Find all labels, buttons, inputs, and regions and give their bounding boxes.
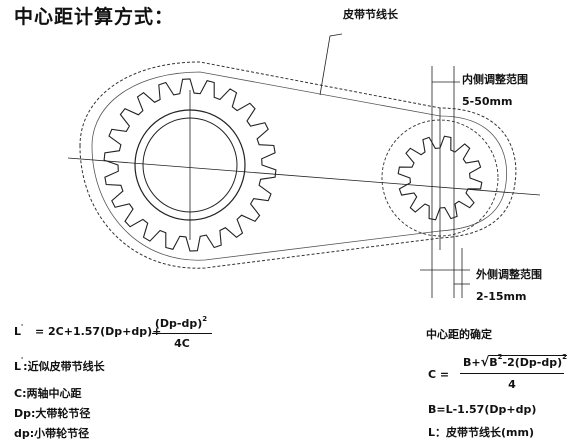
formula-left-fraction-numerator: (Dp-dp)2 bbox=[152, 315, 210, 330]
sqrt-inner: B bbox=[489, 356, 498, 369]
l-definition: L：皮带节线长(mm) bbox=[428, 426, 534, 439]
inner-range-value: 5-50mm bbox=[462, 95, 513, 108]
legend-small-pitch-diameter: dp:小带轮节径 bbox=[14, 427, 90, 440]
legend-text: :近似皮带节线长 bbox=[23, 360, 105, 373]
frac-num-exp: 2 bbox=[202, 315, 208, 323]
small-pulley-tooth-ring bbox=[397, 135, 483, 221]
belt-label-pointer bbox=[319, 33, 343, 96]
sqrt-rest: -2(Dp-dp) bbox=[502, 356, 563, 369]
sqrt-body: B2-2(Dp-dp)2 bbox=[489, 353, 568, 369]
formula-right-fraction-bar bbox=[460, 373, 564, 374]
center-line-horizontal bbox=[67, 157, 541, 196]
formula-left-fraction-bar bbox=[152, 333, 212, 334]
legend-center-distance: C:两轴中心距 bbox=[14, 387, 82, 400]
belt-inner-line bbox=[91, 71, 508, 261]
lhs-prime: ' bbox=[21, 323, 24, 331]
belt-outline bbox=[79, 61, 517, 269]
formula-right-denominator: 4 bbox=[508, 378, 516, 391]
sqrt-exp1: 2 bbox=[497, 353, 503, 361]
b-definition: B=L-1.57(Dp+dp) bbox=[428, 403, 537, 416]
page-title: 中心距计算方式： bbox=[14, 6, 175, 28]
legend-prime: ' bbox=[21, 356, 24, 364]
large-pulley-teeth bbox=[103, 78, 277, 252]
inner-adjust-label: 内侧调整范围 bbox=[462, 73, 528, 86]
formula-right-numerator: B+√B2-2(Dp-dp)2 bbox=[463, 353, 568, 370]
legend-sym: L bbox=[14, 360, 22, 373]
large-pulley-tooth-ring bbox=[103, 78, 277, 252]
sqrt-symbol: √ bbox=[480, 355, 490, 370]
belt-pitch-length-label: 皮带节线长 bbox=[343, 8, 398, 21]
center-distance-heading: 中心距的确定 bbox=[426, 328, 492, 341]
num-prefix: B+ bbox=[463, 356, 481, 369]
lhs-symbol: L bbox=[14, 325, 22, 338]
formula-left-terms: 2C+1.57(Dp+dp)+ bbox=[48, 325, 162, 338]
sqrt-exp2: 2 bbox=[562, 353, 568, 361]
formula-left-fraction-denominator: 4C bbox=[174, 337, 190, 350]
small-pulley-teeth bbox=[397, 135, 483, 221]
lhs-equals: = bbox=[35, 325, 45, 338]
outer-range-value: 2-15mm bbox=[476, 290, 527, 303]
frac-num: (Dp-dp) bbox=[154, 317, 203, 330]
formula-right-lhs: C = bbox=[428, 368, 450, 381]
outer-adjust-label: 外侧调整范围 bbox=[476, 268, 542, 281]
formula-left-lhs: L' = bbox=[14, 323, 45, 338]
legend-large-pitch-diameter: Dp:大带轮节径 bbox=[14, 407, 91, 420]
legend-approx-length: L':近似皮带节线长 bbox=[14, 356, 105, 374]
